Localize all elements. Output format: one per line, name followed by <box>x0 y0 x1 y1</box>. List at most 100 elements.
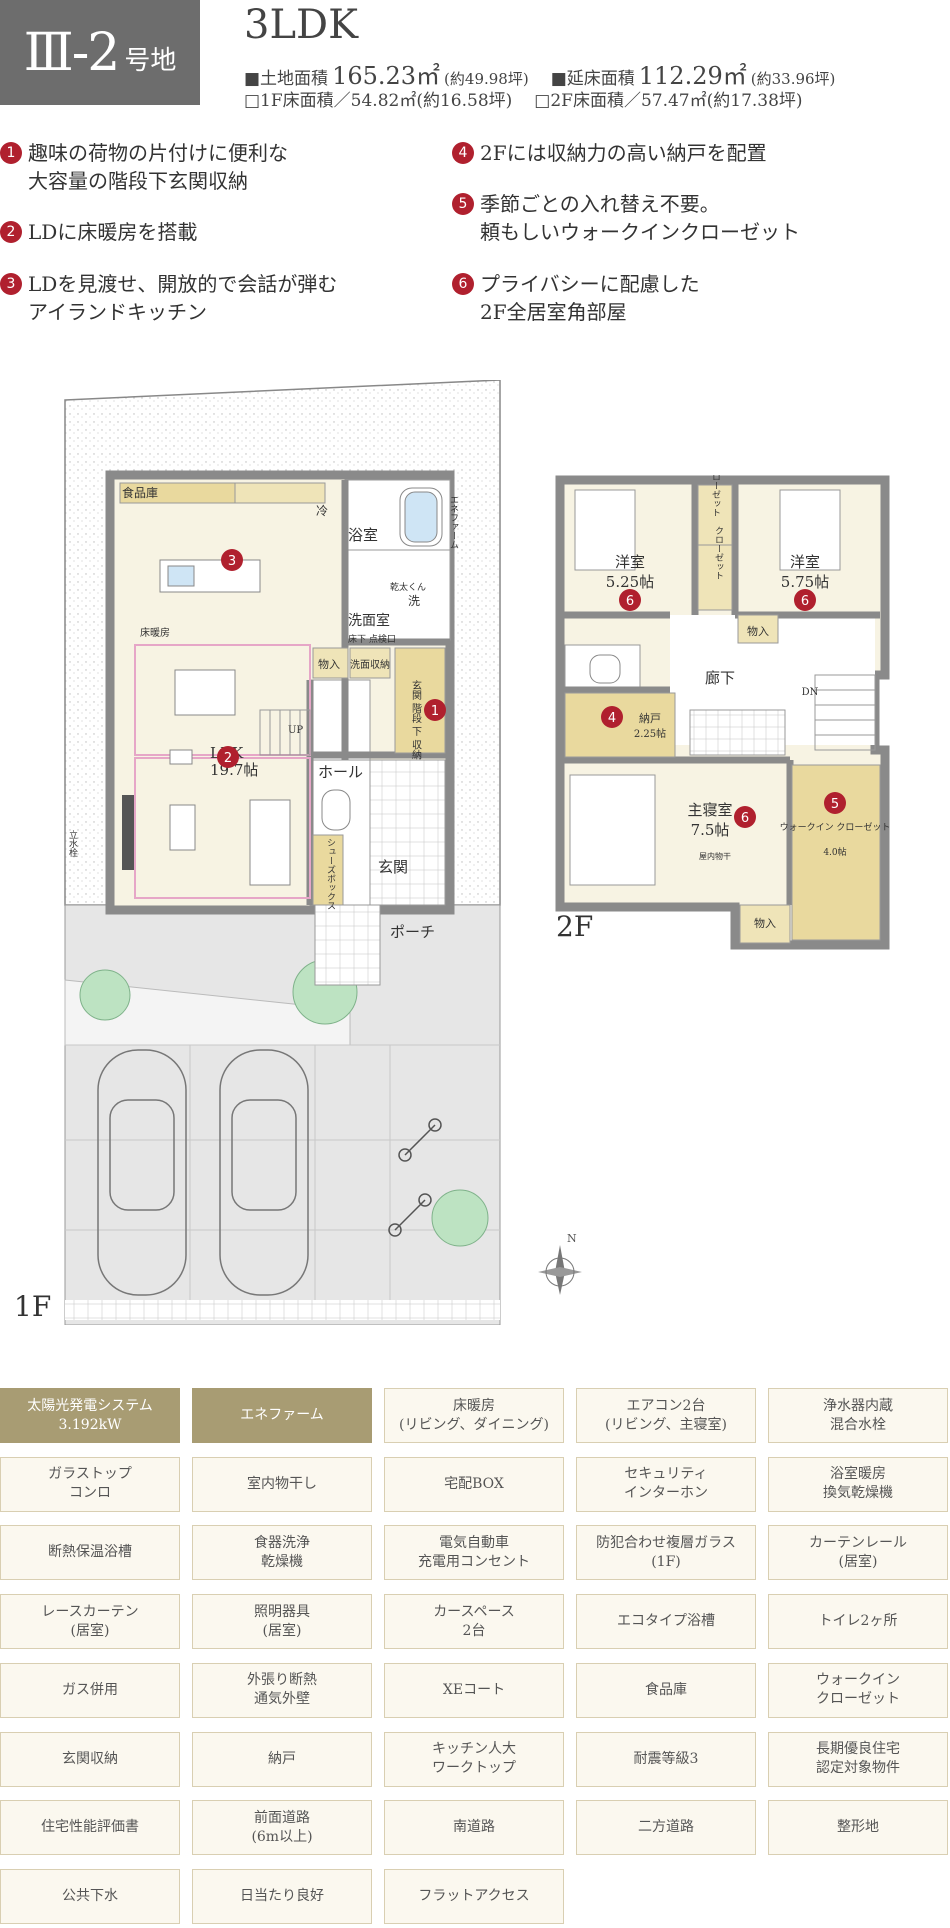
label-western-room-1: 洋室 <box>615 553 645 571</box>
label-closet-2: クローゼット <box>713 526 724 580</box>
feature-2: 2 LDに床暖房を搭載 <box>0 218 197 246</box>
label-pantry: 食品庫 <box>122 485 158 500</box>
f1-area: □1F床面積／54.82㎡(約16.58坪) <box>244 91 513 111</box>
bicycle-icon <box>388 1193 432 1237</box>
equipment-tag: 太陽光発電システム 3.192kW <box>0 1388 180 1443</box>
feature-6: 6 プライバシーに配慮した 2F全居室角部屋 <box>452 270 700 326</box>
marker-2: 2 <box>224 751 232 766</box>
label-closet-1: クローゼット <box>710 475 721 517</box>
equipment-tag: 外張り断熱 通気外壁 <box>192 1662 372 1718</box>
compass-icon: N <box>538 1232 582 1295</box>
land-area-value: 165.23㎡ <box>332 62 441 90</box>
bicycle-icon <box>398 1118 442 1162</box>
label-storage-2: 物入 <box>754 916 776 930</box>
equipment-tag: 前面道路 (6m以上) <box>192 1800 372 1856</box>
feature-marker: 2 <box>0 221 22 243</box>
equipment-tag: 食品庫 <box>576 1662 756 1718</box>
equipment-tag: トイレ2ヶ所 <box>768 1594 948 1650</box>
label-washroom: 洗面室 <box>348 612 390 629</box>
feature-marker: 1 <box>0 142 22 164</box>
equipment-tag: 長期優良住宅 認定対象物件 <box>768 1731 948 1787</box>
feature-1: 1 趣味の荷物の片付けに便利な 大容量の階段下玄関収納 <box>0 139 288 195</box>
label-floor-heat: 床暖房 <box>140 626 170 639</box>
equipment-tag: 住宅性能評価書 <box>0 1800 180 1856</box>
tree-icon <box>431 1189 489 1247</box>
equipment-tag: ガラストップ コンロ <box>0 1456 180 1512</box>
equipment-tag: 電気自動車 充電用コンセント <box>384 1525 564 1581</box>
label-floor-inspect: 床下 点検口 <box>348 633 396 645</box>
label-bath: 浴室 <box>348 526 378 544</box>
label-genkan: 玄関 <box>378 858 408 876</box>
equipment-tag: XEコート <box>384 1662 564 1718</box>
label-washer: 洗 <box>408 594 420 608</box>
label-dn: DN <box>802 687 819 698</box>
label-western-room-1-size: 5.25帖 <box>606 573 654 591</box>
equipment-tag: 浴室暖房 換気乾燥機 <box>768 1456 948 1512</box>
equipment-tag: レースカーテン (居室) <box>0 1594 180 1650</box>
floor-plan-1f: 食品庫 冷 浴室 エネファーム 洗 乾太くん 洗面室 床下 点検口 床暖房 物入… <box>64 380 501 1325</box>
lot-badge: Ⅲ-2 号地 <box>0 0 200 105</box>
label-storage: 物入 <box>747 624 769 638</box>
equipment-tag: エコタイプ浴槽 <box>576 1594 756 1650</box>
equipment-tag: ガス併用 <box>0 1662 180 1718</box>
marker-6b: 6 <box>801 594 809 609</box>
marker-6c: 6 <box>741 811 749 826</box>
equipment-tag: カーテンレール (居室) <box>768 1525 948 1581</box>
label-western-room-2-size: 5.75帖 <box>781 573 829 591</box>
driveway-area <box>64 904 501 1325</box>
equipment-tag: 納戸 <box>192 1731 372 1787</box>
marker-3: 3 <box>228 554 236 569</box>
floor-area-value: 112.29㎡ <box>638 62 747 90</box>
compass-north: N <box>567 1232 577 1245</box>
floor-plan-2f: 洋室 5.25帖 洋室 5.75帖 クローゼット クローゼット 物入 廊下 DN… <box>555 475 890 950</box>
feature-marker: 3 <box>0 273 22 295</box>
label-fridge: 冷 <box>316 504 328 518</box>
label-wic-size: 4.0帖 <box>823 846 846 858</box>
land-area-label: ■土地面積 <box>244 69 329 89</box>
feature-marker: 5 <box>452 193 474 215</box>
equipment-tag: キッチン人大 ワークトップ <box>384 1731 564 1787</box>
equipment-tag: 防犯合わせ複層ガラス (1F) <box>576 1525 756 1581</box>
floor-label-2f: 2F <box>556 910 594 943</box>
label-hall: ホール <box>318 763 363 781</box>
equipment-tag: カースペース 2台 <box>384 1594 564 1650</box>
car-2 <box>219 1049 309 1296</box>
label-nando-size: 2.25帖 <box>634 727 666 740</box>
layout-type: 3LDK <box>244 2 358 48</box>
label-indoor-dryer: 屋内物干 <box>699 851 731 861</box>
lot-suffix: 号地 <box>124 46 177 76</box>
equipment-tag: 室内物干し <box>192 1456 372 1512</box>
equipment-tag: 耐震等級3 <box>576 1731 756 1787</box>
label-shoebox: シューズボックス <box>325 838 336 910</box>
label-wash-storage: 洗面収納 <box>350 658 390 671</box>
feature-marker: 4 <box>452 142 474 164</box>
equipment-tag: エネファーム <box>192 1388 372 1443</box>
feature-3: 3 LDを見渡せ、開放的で会話が弾む アイランドキッチン <box>0 270 337 326</box>
equipment-tag: 断熱保温浴槽 <box>0 1525 180 1581</box>
equipment-tag: 照明器具 (居室) <box>192 1594 372 1650</box>
label-up: UP <box>288 725 303 736</box>
equipment-tag: 床暖房 (リビング、ダイニング) <box>384 1388 564 1443</box>
label-dryer: 乾太くん <box>390 581 426 593</box>
label-master-bedroom-size: 7.5帖 <box>691 821 730 839</box>
equipment-tag: 玄関収納 <box>0 1731 180 1787</box>
equipment-tag: 日当たり良好 <box>192 1868 372 1924</box>
road-edge <box>65 1300 500 1320</box>
car-1 <box>97 1049 187 1296</box>
marker-1: 1 <box>431 704 439 719</box>
equipment-tag: 二方道路 <box>576 1800 756 1856</box>
equipment-tag: 公共下水 <box>0 1868 180 1924</box>
label-faucet: 立水栓 <box>67 829 78 858</box>
equipment-tag: 整形地 <box>768 1800 948 1856</box>
lot-number: Ⅲ-2 <box>23 22 121 83</box>
label-ene: エネファーム <box>448 495 459 549</box>
marker-4: 4 <box>608 711 616 726</box>
label-entry-storage: 玄関 階段 下 収納 <box>410 679 422 761</box>
marker-6a: 6 <box>626 594 634 609</box>
tree-icon <box>79 969 131 1021</box>
feature-marker: 6 <box>452 273 474 295</box>
area-row-floors: □1F床面積／54.82㎡(約16.58坪)□2F床面積／57.47㎡(約17.… <box>244 86 803 111</box>
equipment-tag: フラットアクセス <box>384 1868 564 1924</box>
equipment-tag: 食器洗浄 乾燥機 <box>192 1525 372 1581</box>
